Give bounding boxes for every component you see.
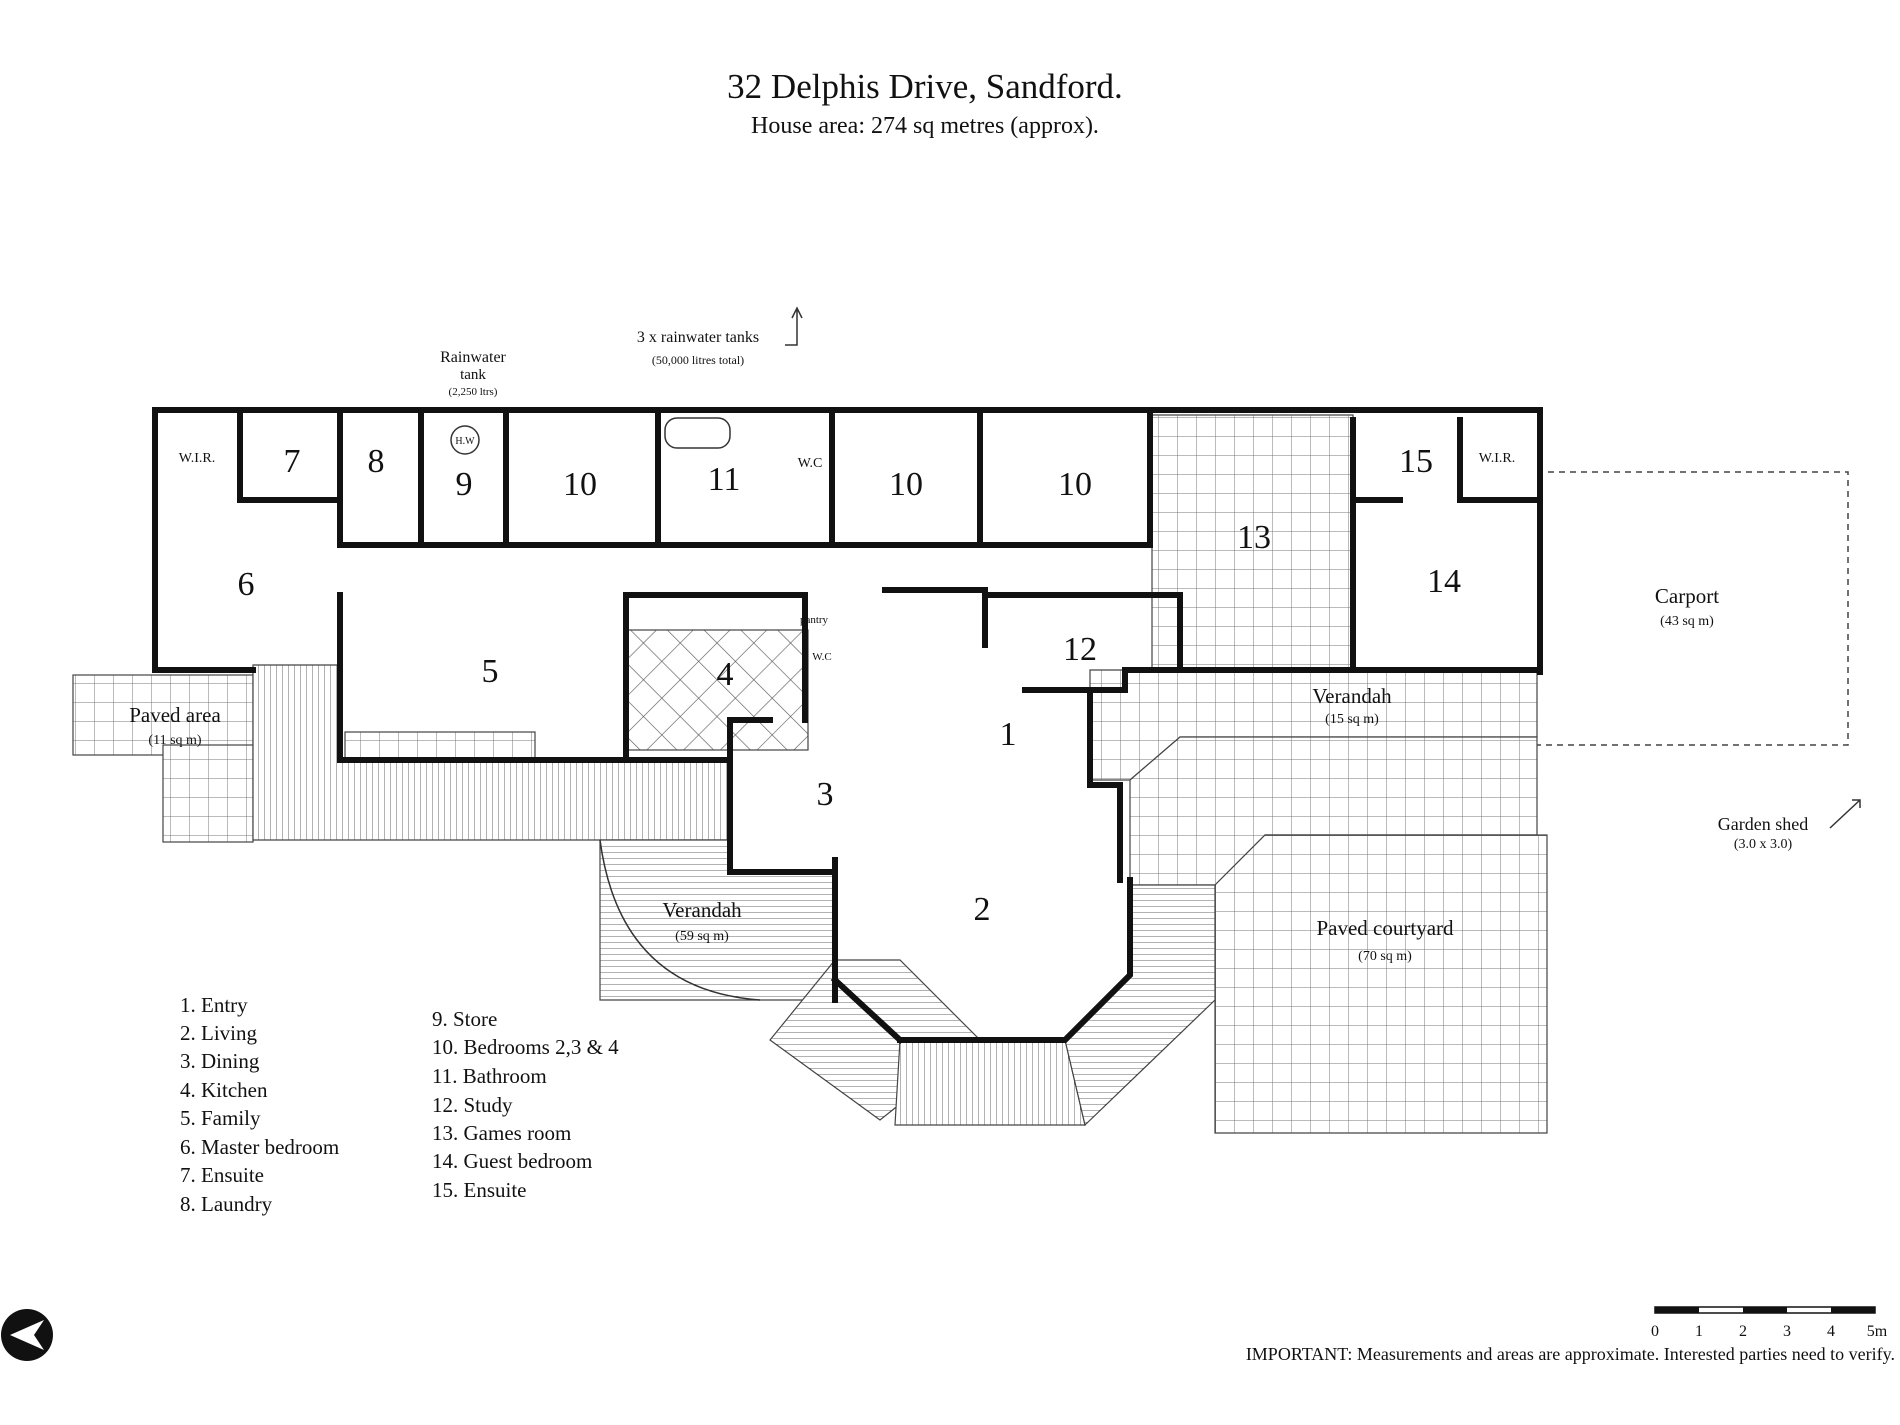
carport-size: (43 sq m) [1660, 614, 1714, 629]
scale-tick: 1 [1695, 1323, 1703, 1340]
legend-item: 11. Bathroom [432, 1064, 547, 1088]
north-arrow-icon [1, 1309, 53, 1361]
verandah-east-size: (15 sq m) [1325, 712, 1379, 727]
carport-label: Carport [1655, 584, 1719, 608]
family-floor-strip [344, 731, 536, 759]
legend-col1: 1. Entry 2. Living 3. Dining 4. Kitchen … [180, 993, 339, 1216]
paved-courtyard-size: (70 sq m) [1358, 949, 1412, 964]
legend-item: 15. Ensuite [432, 1178, 527, 1202]
legend-item: 9. Store [432, 1007, 497, 1031]
scale-tick: 5m [1867, 1323, 1888, 1340]
room-15-label: 15 [1399, 443, 1433, 480]
garden-shed-label: Garden shed [1718, 814, 1808, 834]
rain-tank-label2: tank [460, 367, 486, 383]
legend-item: 13. Games room [432, 1121, 571, 1145]
room-11-label: 11 [708, 461, 741, 498]
disclaimer: IMPORTANT: Measurements and areas are ap… [1246, 1344, 1895, 1364]
pantry-label: pantry [800, 614, 829, 626]
scale-tick: 2 [1739, 1323, 1747, 1340]
verandah-east-label: Verandah [1312, 684, 1392, 708]
room-14-label: 14 [1427, 563, 1461, 600]
legend-item: 14. Guest bedroom [432, 1149, 592, 1173]
arrow-diagonal-icon [1829, 799, 1861, 829]
legend-item: 2. Living [180, 1021, 257, 1045]
hw-label: H.W [455, 436, 475, 447]
scale-bar: 0 1 2 3 4 5m [1651, 1306, 1888, 1340]
room-2-label: 2 [974, 891, 991, 928]
scale-tick: 0 [1651, 1323, 1659, 1340]
wc-small-label: W.C [812, 651, 831, 663]
legend-item: 6. Master bedroom [180, 1135, 339, 1159]
room-10b-label: 10 [889, 466, 923, 503]
rain-tank-size: (2,250 ltrs) [449, 386, 498, 398]
verandah-south-east [1064, 884, 1216, 1127]
room-3-label: 3 [817, 776, 834, 813]
wir-left-label: W.I.R. [179, 451, 215, 466]
paved-area-west [72, 674, 254, 756]
room-10a-label: 10 [563, 466, 597, 503]
room-10c-label: 10 [1058, 466, 1092, 503]
paved-area-size: (11 sq m) [148, 733, 201, 748]
verandah-south [894, 1039, 1086, 1126]
legend-item: 12. Study [432, 1093, 513, 1117]
legend-item: 7. Ensuite [180, 1163, 264, 1187]
room-numbers: 6 7 8 9 10 11 10 10 13 15 14 5 4 12 1 3 … [238, 443, 1462, 928]
wir-right-label: W.I.R. [1479, 451, 1515, 466]
legend-item: 4. Kitchen [180, 1078, 268, 1102]
walls [152, 407, 1543, 1045]
rain-tank-label1: Rainwater [440, 349, 506, 366]
room-7-label: 7 [284, 443, 301, 480]
legend-item: 8. Laundry [180, 1192, 273, 1216]
paved-area-label: Paved area [129, 703, 221, 727]
rain-tanks-label: 3 x rainwater tanks [637, 329, 759, 346]
scale-tick: 3 [1783, 1323, 1791, 1340]
paved-area-west-lower [162, 744, 254, 843]
decks [252, 664, 1216, 1127]
paved-courtyard-label: Paved courtyard [1316, 916, 1454, 940]
room-12-label: 12 [1063, 631, 1097, 668]
legend-item: 10. Bedrooms 2,3 & 4 [432, 1035, 619, 1059]
bathtub-icon [664, 417, 731, 449]
paved-courtyard [1214, 834, 1548, 1134]
verandah-main-label: Verandah [662, 898, 742, 922]
room-9-label: 9 [456, 466, 473, 503]
area-labels: Paved area (11 sq m) Verandah (59 sq m) … [129, 306, 1861, 964]
legend-col2: 9. Store 10. Bedrooms 2,3 & 4 11. Bathro… [432, 1007, 619, 1202]
scale-tick: 4 [1827, 1323, 1835, 1340]
rain-tanks-size: (50,000 litres total) [652, 353, 744, 367]
wc-label: W.C [798, 456, 823, 471]
arrow-up-icon [785, 306, 803, 346]
room-6-label: 6 [238, 566, 255, 603]
hot-water-icon [450, 425, 480, 455]
legend-item: 1. Entry [180, 993, 248, 1017]
plan-title: 32 Delphis Drive, Sandford. [727, 67, 1123, 106]
room-13-label: 13 [1237, 519, 1271, 556]
legend-item: 5. Family [180, 1106, 261, 1130]
carport: Carport (43 sq m) [1537, 471, 1849, 746]
room-8-label: 8 [368, 443, 385, 480]
room-5-label: 5 [482, 653, 499, 690]
verandah-main-size: (59 sq m) [675, 929, 729, 944]
plan-subtitle: House area: 274 sq metres (approx). [751, 113, 1099, 139]
room-4-label: 4 [717, 656, 734, 693]
verandah-curve-edge [599, 839, 761, 1001]
fixture-labels: W.I.R. W.I.R. W.C pantry W.C H.W [179, 417, 1515, 663]
room-1-label: 1 [1000, 716, 1017, 753]
legend-item: 3. Dining [180, 1049, 260, 1073]
garden-shed-size: (3.0 x 3.0) [1734, 837, 1793, 852]
